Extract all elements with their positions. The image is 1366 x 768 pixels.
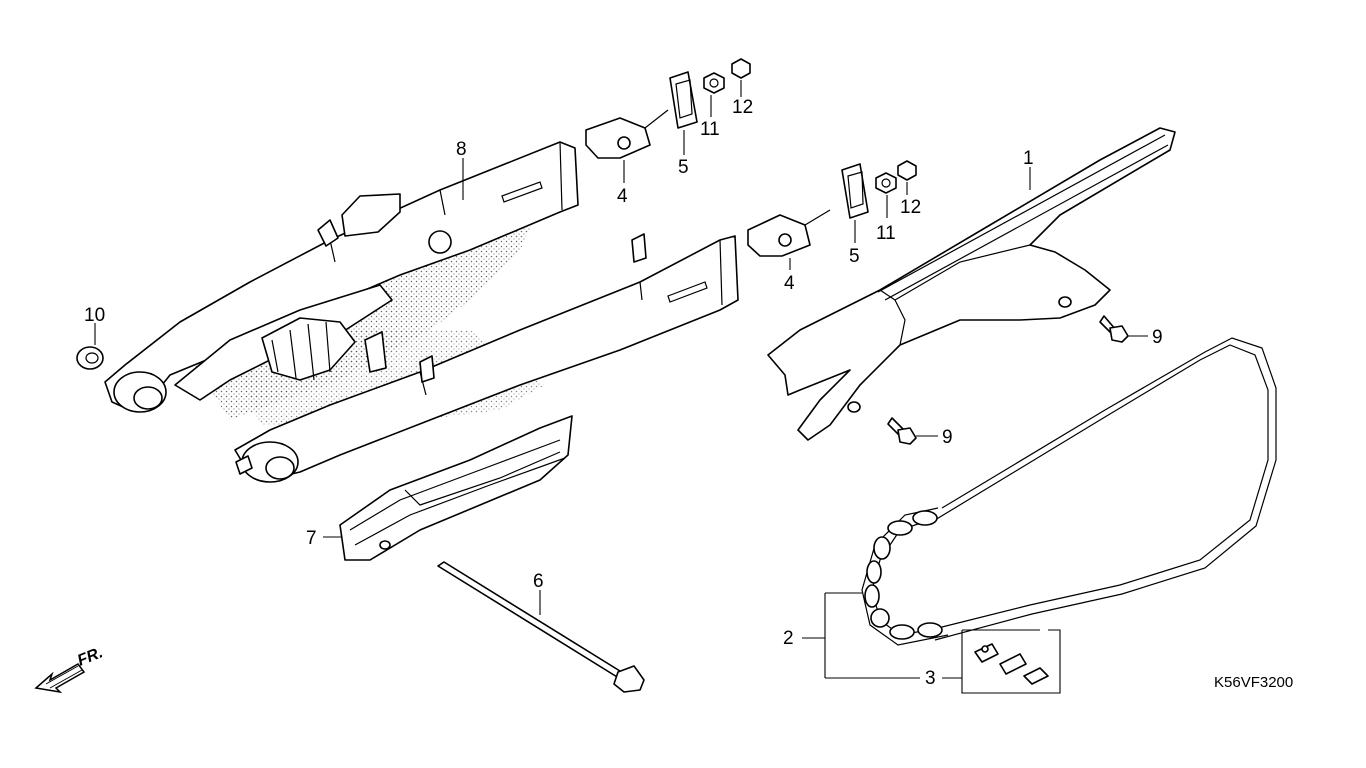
adjuster-lower (747, 209, 831, 257)
callout-plate-upper: 5 (678, 157, 689, 178)
drawing-code: K56VF3200 (1214, 674, 1293, 691)
callout-bolt-upper: 9 (1152, 327, 1163, 348)
nut-b-upper (731, 58, 751, 79)
callout-nut-a-lower: 11 (876, 223, 896, 244)
chain-joint (961, 629, 1061, 694)
fr-label: FR. (75, 644, 105, 669)
callout-chain-slider: 7 (306, 528, 317, 549)
nut-b-lower (897, 160, 917, 181)
callout-pivot-bolt: 6 (533, 571, 544, 592)
swingarm (104, 141, 739, 483)
chain-links (864, 510, 943, 640)
adjuster-upper (585, 109, 669, 159)
callout-swingarm: 8 (456, 139, 467, 160)
bolt-lower (887, 417, 917, 445)
nut-a-lower (875, 172, 897, 194)
callout-chain-case: 1 (1023, 148, 1034, 169)
chain-slider (339, 415, 573, 561)
front-direction-arrow: FR. (34, 644, 105, 694)
callouts: 1 2 3 4 4 5 5 6 7 8 9 9 10 11 11 12 12 (84, 97, 1163, 689)
callout-washer: 10 (84, 305, 105, 326)
adjuster-plate-lower (841, 163, 869, 219)
drive-chain (861, 337, 1277, 646)
chain-case (767, 127, 1176, 441)
leader-lines (94, 80, 1148, 679)
adjuster-plate-upper (669, 71, 698, 129)
callout-nut-b-upper: 12 (732, 97, 753, 118)
callout-chain-joint: 3 (925, 668, 936, 689)
callout-adjuster-upper: 4 (617, 186, 628, 207)
callout-adjuster-lower: 4 (784, 273, 795, 294)
callout-plate-lower: 5 (849, 246, 860, 267)
pivot-bolt (437, 561, 645, 693)
nut-a-upper (703, 72, 725, 94)
washer (76, 346, 104, 370)
callout-nut-a-upper: 11 (700, 119, 720, 140)
callout-bolt-lower: 9 (942, 427, 953, 448)
callout-nut-b-lower: 12 (900, 197, 921, 218)
bolt-upper (1099, 315, 1129, 343)
callout-drive-chain: 2 (783, 628, 794, 649)
